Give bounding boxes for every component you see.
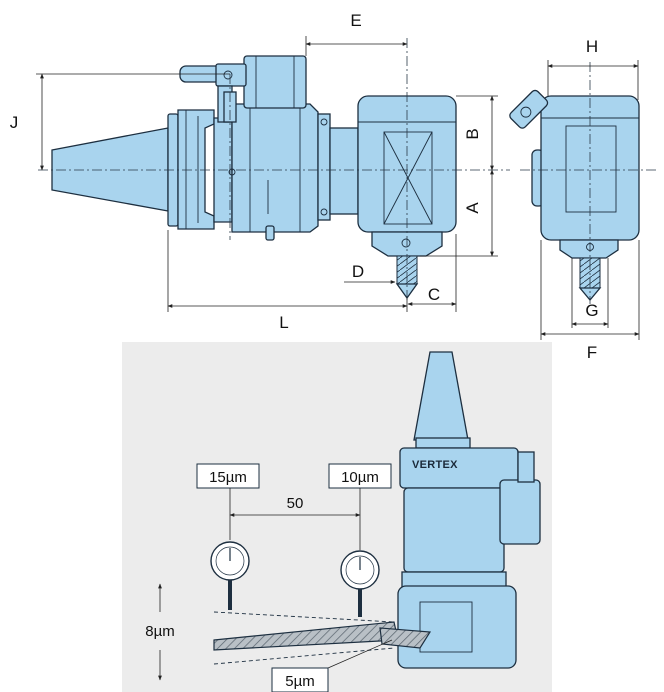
dial-gauge-left [210, 541, 250, 610]
distance-value: 50 [287, 495, 304, 512]
taper-shank [51, 127, 169, 212]
label-b: B [463, 128, 482, 139]
gauge-right-value: 10µm [341, 469, 379, 486]
dimension-l: L [167, 230, 408, 332]
label-l: L [279, 313, 288, 332]
brand-label: VERTEX [412, 459, 458, 471]
label-j: J [10, 113, 19, 132]
label-d: D [352, 262, 364, 281]
deflection-value: 8µm [145, 623, 174, 640]
side-view [38, 38, 510, 302]
gauge-left-value: 15µm [209, 469, 247, 486]
neck [329, 127, 359, 215]
label-c: C [428, 285, 440, 304]
dial-gauge-right [340, 550, 380, 617]
dimension-d-c: D C [344, 234, 457, 312]
dimension-b-a: B A [420, 95, 498, 257]
label-h: H [586, 37, 598, 56]
label-e: E [350, 11, 361, 30]
flange-collar [167, 109, 233, 230]
label-a: A [463, 202, 482, 214]
label-g: G [585, 301, 598, 320]
stop-block [243, 55, 307, 109]
label-f: F [587, 343, 597, 362]
dimension-g: G [571, 258, 609, 328]
dimension-j: J [10, 73, 230, 171]
main-housing [231, 103, 319, 233]
front-view [509, 62, 656, 304]
dimension-f: F [540, 240, 640, 362]
runout-test-illustration: VERTEX 15µm 10µm [122, 342, 552, 692]
dimension-h: H [547, 37, 639, 100]
tip-value: 5µm [285, 673, 314, 690]
dimension-e: E [305, 11, 408, 56]
